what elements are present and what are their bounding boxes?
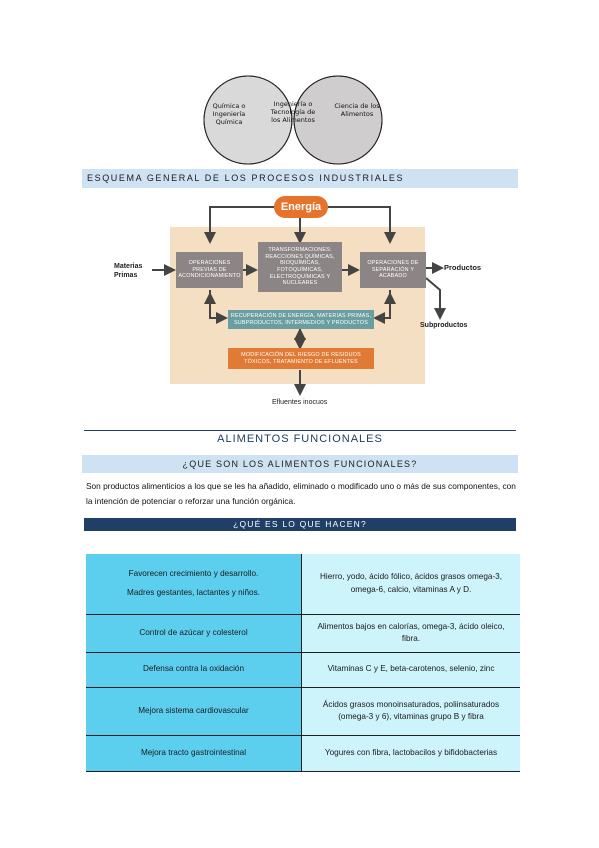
effect-line: Defensa contra la oxidación — [142, 664, 245, 674]
effect-cell: Defensa contra la oxidación — [86, 652, 302, 688]
question-band: ¿QUE SON LOS ALIMENTOS FUNCIONALES? — [82, 455, 518, 473]
nutrients-cell: Ácidos grasos monoinsaturados, poliinsat… — [301, 687, 520, 736]
effluents-label: Efluentes inocuos — [272, 399, 328, 406]
section-divider — [84, 430, 516, 431]
venn-right-label: Ciencia de los Alimentos — [334, 102, 380, 118]
table-row: Mejora sistema cardiovascular Ácidos gras… — [86, 687, 520, 736]
effect-line: Control de azúcar y colesterol — [139, 627, 248, 637]
question-band-dark: ¿QUÉ ES LO QUE HACEN? — [84, 518, 516, 531]
effect-line: Madres gestantes, lactantes y niños. — [127, 587, 260, 597]
nutrients-cell: Hierro, yodo, ácido fólico, ácidos graso… — [301, 554, 520, 615]
section-title-functional: ALIMENTOS FUNCIONALES — [217, 433, 383, 445]
venn-center-label: Ingeniería o Tecnología de los Alimentos — [270, 100, 316, 124]
table-row: Favorecen crecimiento y desarrollo. Madre… — [86, 554, 520, 615]
effect-cell: Mejora tracto gastrointestinal — [86, 735, 302, 772]
energy-badge: Energía — [274, 196, 328, 218]
nutrients-cell: Yogures con fibra, lactobacilos y bifido… — [301, 735, 520, 772]
process-diagram: Energía Materias Primas OPERACIONES PREV… — [110, 190, 500, 414]
section-header-band: ESQUEMA GENERAL DE LOS PROCESOS INDUSTRI… — [82, 169, 518, 188]
energy-label: Energía — [280, 201, 322, 213]
effect-cell: Mejora sistema cardiovascular — [86, 687, 302, 736]
question-title: ¿QUE SON LOS ALIMENTOS FUNCIONALES? — [182, 459, 418, 469]
effect-line: Favorecen crecimiento y desarrollo. — [128, 569, 259, 579]
table-row: Control de azúcar y colesterol Alimentos … — [86, 614, 520, 653]
nutrients-cell: Vitaminas C y E, beta-carotenos, selenio… — [301, 652, 520, 688]
effect-line: Mejora sistema cardiovascular — [138, 705, 249, 715]
byproducts-label: Subproductos — [420, 322, 468, 329]
waste-treatment-box: MODIFICACIÓN DEL RIESGO DE RESIDUOS TÓXI… — [228, 348, 374, 369]
diagram-arrows — [152, 206, 446, 396]
raw-materials-label: Materias Primas — [114, 263, 143, 279]
separation-box: OPERACIONES DE SEPARACIÓN Y ACABADO — [360, 252, 426, 288]
effect-cell: Favorecen crecimiento y desarrollo. Madre… — [86, 554, 302, 615]
effect-cell: Control de azúcar y colesterol — [86, 614, 302, 653]
transformations-box: TRANSFORMACIONES: REACCIONES QUÍMICAS, B… — [258, 242, 342, 292]
products-label: Productos — [444, 263, 482, 272]
recovery-box: RECUPERACIÓN DE ENERGÍA, MATERIAS PRIMAS… — [228, 310, 374, 329]
effect-line: Mejora tracto gastrointestinal — [140, 747, 247, 757]
question-title-2: ¿QUÉ ES LO QUE HACEN? — [233, 519, 367, 529]
section-title: ESQUEMA GENERAL DE LOS PROCESOS INDUSTRI… — [87, 173, 405, 183]
nutrients-cell: Alimentos bajos en calorías, omega-3, ác… — [301, 614, 520, 653]
venn-left-label: Química o Ingeniería Química — [212, 102, 246, 126]
functional-foods-table: Favorecen crecimiento y desarrollo. Madre… — [86, 554, 520, 772]
venn-diagram: Química o Ingeniería Química Ingeniería … — [190, 66, 410, 174]
pre-operations-box: OPERACIONES PREVIAS DE ACONDICIONAMIENTO — [176, 252, 243, 288]
definition-text: Son productos alimenticios a los que se … — [86, 481, 516, 506]
table-row: Defensa contra la oxidación Vitaminas C y… — [86, 652, 520, 688]
table-row: Mejora tracto gastrointestinal Yogures co… — [86, 735, 520, 772]
